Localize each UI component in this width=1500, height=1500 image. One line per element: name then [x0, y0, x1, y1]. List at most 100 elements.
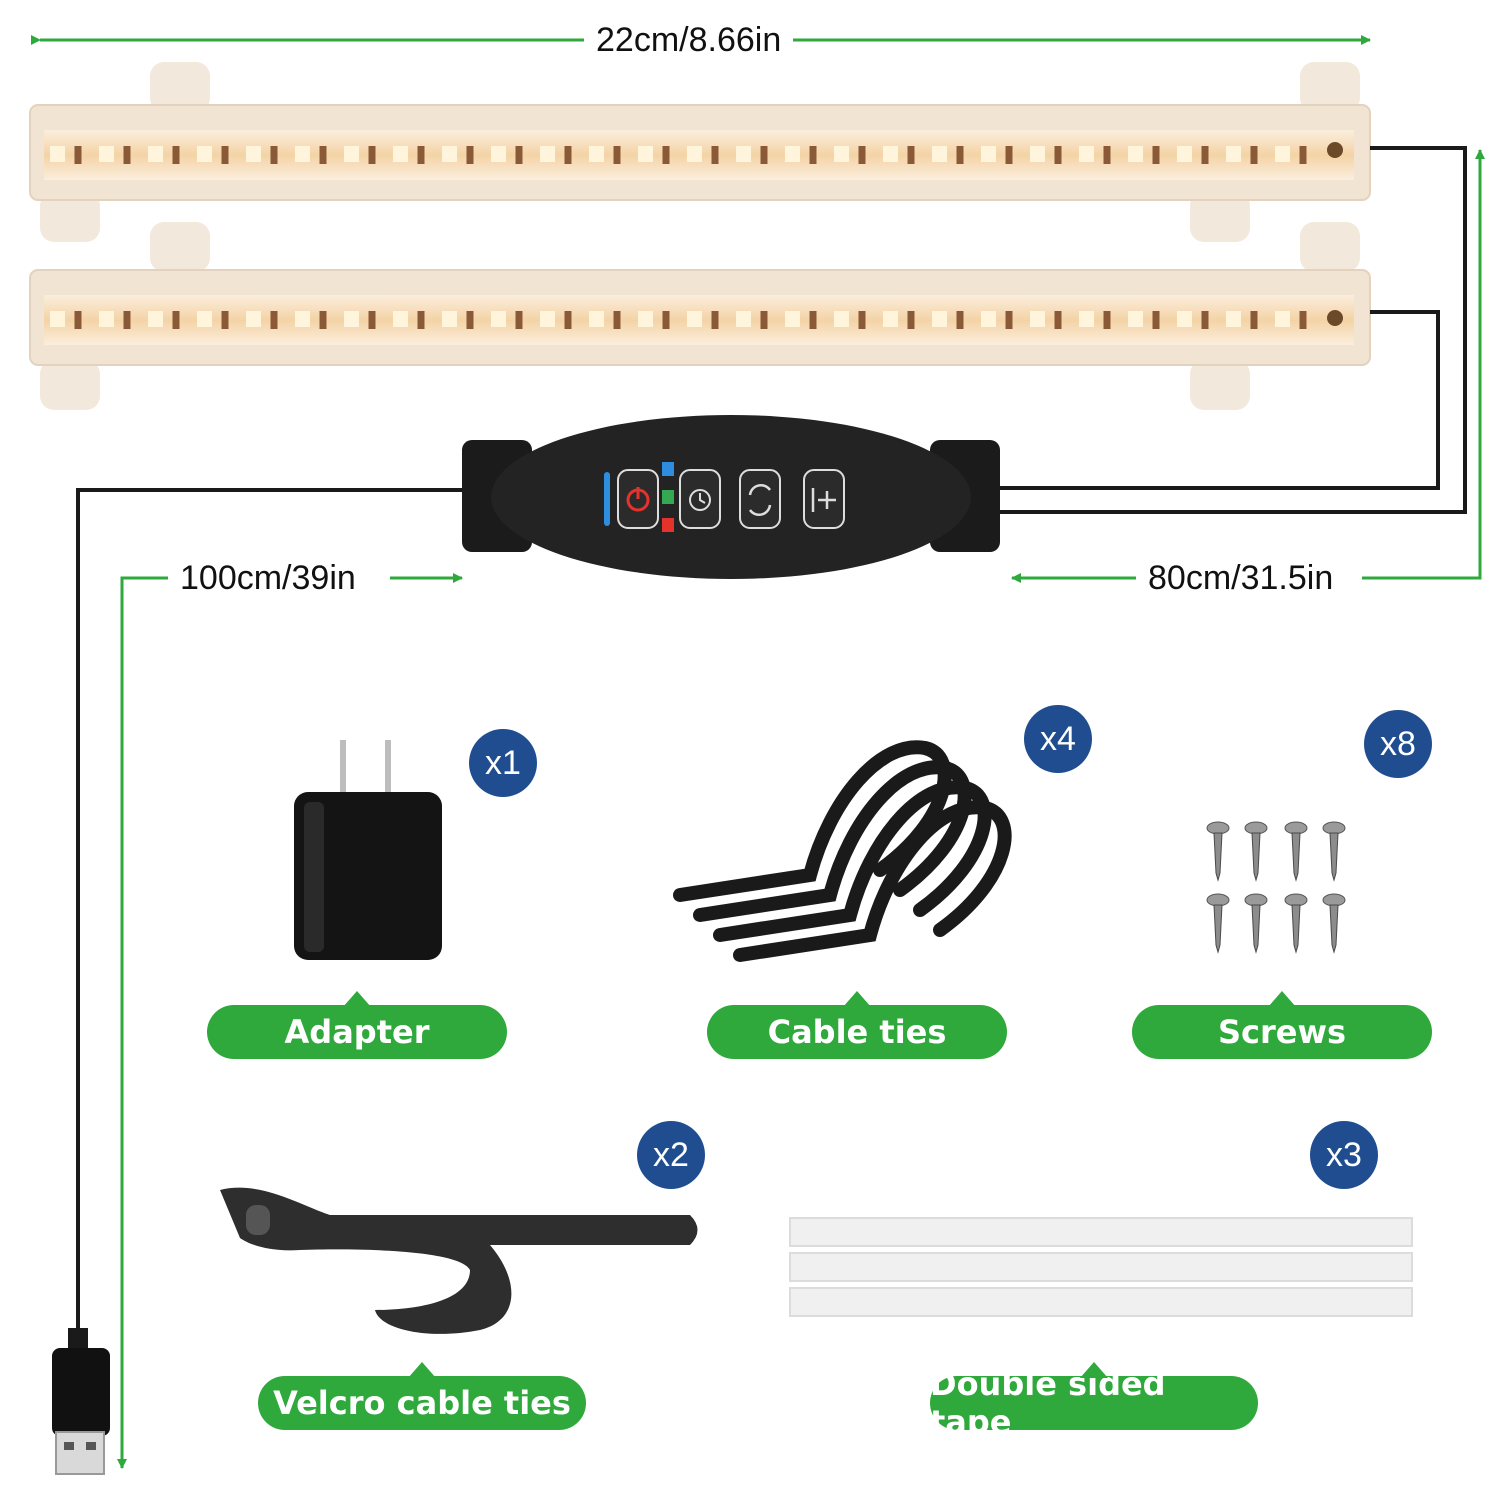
led-chip	[246, 311, 261, 327]
bar-cable-arrow	[1011, 149, 1485, 583]
resistor-chip	[515, 311, 523, 329]
led-chip	[1226, 146, 1241, 162]
led-chip	[295, 311, 310, 327]
screw-head	[1244, 821, 1268, 835]
resistor-chip	[760, 311, 768, 329]
tape-label: Double sided tape	[930, 1362, 1258, 1441]
led-chip	[785, 311, 800, 327]
resistor-chip	[907, 146, 915, 164]
led-chip	[1079, 146, 1094, 162]
led-chip	[491, 146, 506, 162]
led-chip	[1128, 311, 1143, 327]
resistor-chip	[613, 146, 621, 164]
led-chip	[1226, 311, 1241, 327]
led-chip	[393, 311, 408, 327]
led-chip	[589, 311, 604, 327]
resistor-chip	[1054, 146, 1062, 164]
resistor-chip	[466, 311, 474, 329]
resistor-chip	[711, 146, 719, 164]
led-chip	[1128, 146, 1143, 162]
led-chip	[1275, 146, 1290, 162]
cable-ties-image	[673, 740, 1012, 962]
resistor-chip	[466, 146, 474, 164]
resistor-chip	[270, 311, 278, 329]
screw-head	[1322, 893, 1346, 907]
led-chip	[589, 146, 604, 162]
resistor-chip	[1005, 146, 1013, 164]
led-chip	[197, 146, 212, 162]
resistor-chip	[74, 311, 82, 329]
velcro-label: Velcro cable ties	[258, 1362, 586, 1430]
resistor-chip	[564, 146, 572, 164]
cable-ties-count-badge: x4	[1024, 705, 1092, 773]
resistor-chip	[319, 311, 327, 329]
timer-button[interactable]	[679, 469, 721, 529]
resistor-chip	[515, 146, 523, 164]
led-chip	[883, 311, 898, 327]
screw-shaft	[1291, 904, 1301, 954]
resistor-chip	[1299, 311, 1307, 329]
led-chip	[1177, 311, 1192, 327]
resistor-chip	[809, 311, 817, 329]
screw-shaft	[1251, 904, 1261, 954]
screw-shaft	[1213, 904, 1223, 954]
led-chip	[1030, 146, 1045, 162]
led-chip	[148, 311, 163, 327]
resistor-chip	[858, 146, 866, 164]
led-chip	[785, 146, 800, 162]
power-button[interactable]	[617, 469, 659, 529]
led-chip	[50, 311, 65, 327]
led-chip	[1079, 311, 1094, 327]
resistor-chip	[1250, 311, 1258, 329]
resistor-chip	[221, 146, 229, 164]
bar-cable-length-label: 80cm/31.5in	[1136, 558, 1346, 598]
resistor-chip	[1152, 311, 1160, 329]
screw-shaft	[1329, 904, 1339, 954]
tape-strips-image	[789, 1217, 1413, 1317]
resistor-chip	[907, 311, 915, 329]
screw-head	[1206, 821, 1230, 835]
screw-shaft	[1291, 832, 1301, 882]
resistor-chip	[1250, 146, 1258, 164]
resistor-chip	[760, 146, 768, 164]
led-chip	[834, 146, 849, 162]
resistor-chip	[1299, 146, 1307, 164]
led-chip	[1030, 311, 1045, 327]
resistor-chip	[809, 146, 817, 164]
resistor-chip	[564, 311, 572, 329]
resistor-chip	[172, 146, 180, 164]
resistor-chip	[1005, 311, 1013, 329]
screw-head	[1322, 821, 1346, 835]
led-chip	[99, 311, 114, 327]
screw-head	[1244, 893, 1268, 907]
led-chip	[1275, 311, 1290, 327]
led-chip	[246, 146, 261, 162]
adapter-count-badge: x1	[469, 729, 537, 797]
brightness-button[interactable]	[803, 469, 845, 529]
velcro-count-badge: x2	[637, 1121, 705, 1189]
tape-count-badge: x3	[1310, 1121, 1378, 1189]
resistor-chip	[417, 146, 425, 164]
led-chip	[540, 311, 555, 327]
led-chip	[981, 146, 996, 162]
bar-length-label: 22cm/8.66in	[584, 20, 794, 60]
led-chip	[638, 146, 653, 162]
mode-cycle-button[interactable]	[739, 469, 781, 529]
resistor-chip	[172, 311, 180, 329]
resistor-chip	[613, 311, 621, 329]
led-chip	[50, 146, 65, 162]
resistor-chip	[1103, 311, 1111, 329]
led-chip	[148, 146, 163, 162]
led-chip	[540, 146, 555, 162]
led-chip	[932, 311, 947, 327]
led-chip	[442, 146, 457, 162]
screws-image	[1206, 821, 1346, 954]
resistor-chip	[319, 146, 327, 164]
screw-shaft	[1329, 832, 1339, 882]
led-chip	[491, 311, 506, 327]
led-chip	[687, 311, 702, 327]
usb-plug-icon	[52, 1328, 110, 1475]
led-chip	[99, 146, 114, 162]
resistor-chip	[1152, 146, 1160, 164]
